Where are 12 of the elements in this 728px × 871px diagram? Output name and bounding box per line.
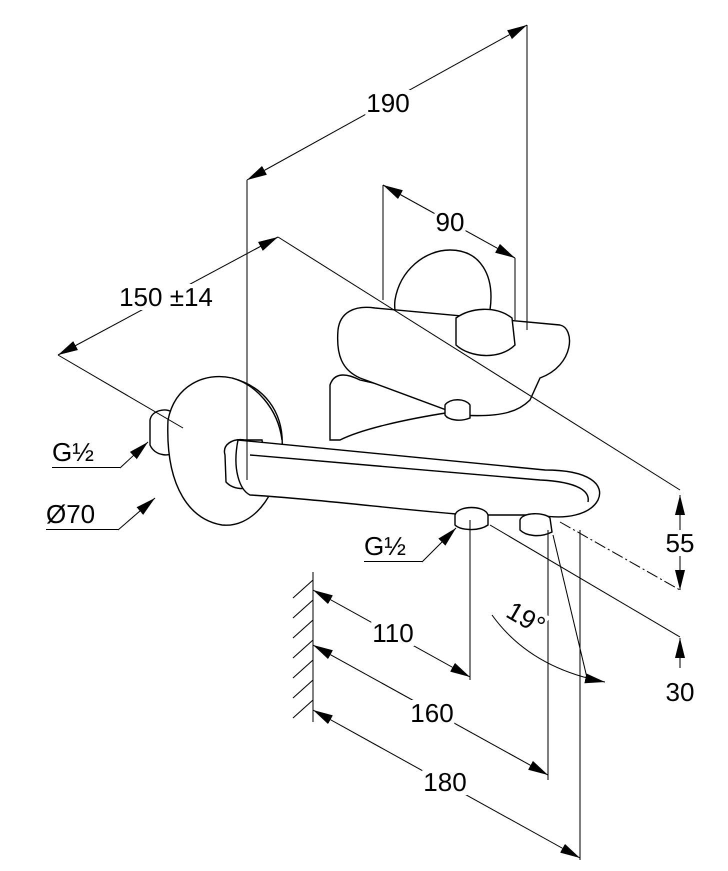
dimension-value: 190 [365, 90, 411, 116]
leader-line [118, 498, 156, 530]
dimension-value: 110 [371, 620, 415, 646]
callout-label: G½ [52, 436, 120, 468]
dimension-value: 55 [664, 530, 696, 556]
callout-label: G½ [364, 528, 422, 562]
leader-line [422, 528, 456, 562]
dimension-value: 180 [422, 769, 468, 795]
dimension-value: 150 ±14 [118, 284, 214, 310]
callout-label: Ø70 [46, 494, 118, 530]
leader-line [120, 442, 148, 468]
dimension-value: 160 [409, 700, 455, 726]
